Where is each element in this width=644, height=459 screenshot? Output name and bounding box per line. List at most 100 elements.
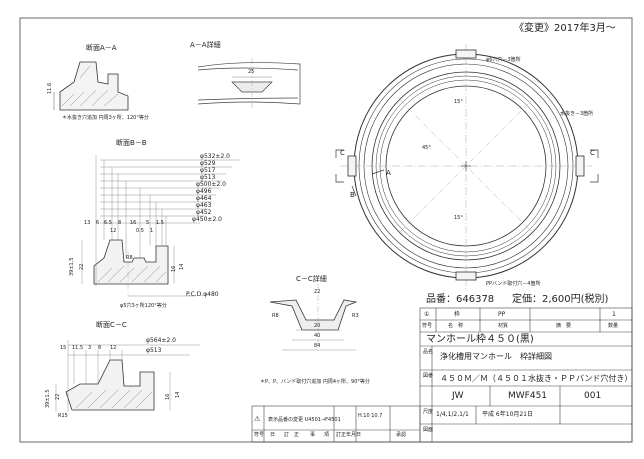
section-bb-profile	[93, 239, 169, 296]
aa-height-dim: 11.6	[47, 82, 53, 94]
cc-detail-title: C－C詳細	[296, 275, 327, 283]
bb-row-0: 13	[84, 220, 91, 226]
ccd-a: R8	[272, 313, 279, 319]
aa-width-dim: 25	[248, 69, 255, 75]
bb-row-1: 6	[96, 220, 100, 226]
bb-height-4: 14	[179, 263, 185, 270]
section-bb-title: 断面B－B	[116, 139, 147, 147]
row1-material: PP	[498, 311, 506, 318]
revision-symbol: ⚠	[254, 415, 261, 423]
bb-row-5: 5	[146, 220, 150, 226]
plan-angle-top: 15°	[454, 99, 463, 105]
bb-dim-2: φ529	[200, 160, 216, 167]
plan-view-center	[461, 161, 471, 171]
cc-radius: R15	[58, 413, 68, 419]
cc-row-1: 11.5	[72, 345, 84, 351]
rev-footer-1: 日	[270, 432, 276, 438]
section-cc-profile	[65, 359, 155, 411]
bb-dim-10: φ450±2.0	[192, 216, 222, 223]
row1-name: 枠	[454, 311, 461, 318]
part-no: 646378	[456, 294, 495, 305]
plan-hole-note: φ6穴穴－3箇所	[486, 57, 521, 63]
aa-detail-title: A－A詳細	[190, 41, 221, 49]
section-cc-dimension-lines	[55, 340, 200, 412]
plan-label-b: B	[350, 191, 355, 199]
cc-dim-2: φ513	[146, 347, 162, 354]
cc-row-4: 12	[110, 345, 117, 351]
section-cc-title: 断面C－C	[96, 321, 127, 329]
plan-angle-bottom: 15°	[454, 215, 463, 221]
section-bb-dimension-lines	[81, 155, 240, 297]
scale: 1/4,1/2,1/1	[436, 411, 469, 418]
aa-detail-view	[197, 58, 301, 110]
bb-dim-9: φ452	[196, 209, 212, 216]
side-label-4: 図面	[423, 427, 434, 433]
sheet-no: 001	[584, 391, 602, 401]
row1-qty: 1	[612, 311, 616, 318]
bb-dim-3: φ517	[200, 167, 216, 174]
col-symbol: 符号	[422, 323, 433, 329]
title-block-grid	[419, 307, 633, 443]
ccd-c: 20	[314, 323, 321, 329]
cc-height-1: 39±1.5	[45, 389, 51, 408]
bb-dim-4: φ513	[200, 174, 216, 181]
bb-row-2: 6.5	[104, 220, 112, 226]
rev-footer-0: 符号	[254, 432, 265, 438]
bb-row-6: 1.5	[156, 220, 164, 226]
revision-entry: 表示品番の変更 U4501→F4501	[268, 417, 341, 423]
plan-angle-45: 45°	[422, 145, 431, 151]
part-no-label: 品番：	[426, 294, 456, 305]
revision-block-grid	[251, 405, 421, 443]
bb-height-3: 16	[171, 265, 177, 272]
bb-row2-2: 1	[150, 228, 154, 234]
side-label-1: 品名	[423, 349, 434, 355]
ccd-d: 40	[314, 333, 321, 339]
rev-footer-3: 事	[310, 432, 316, 438]
bb-dim-6: φ496	[196, 188, 212, 195]
cc-row-2: 3	[88, 345, 92, 351]
pp-band-note: ＊P、P、バンド取付穴追加 円周4ヶ所、90°等分	[260, 379, 370, 385]
drawing-date: 平成 6年10月21日	[482, 411, 533, 418]
plan-label-c-right: C	[590, 149, 595, 157]
side-label-2: 図番	[423, 373, 434, 379]
ccd-top: 22	[314, 289, 321, 295]
section-aa-title: 断面A－A	[86, 44, 117, 52]
product-name: マンホール枠４５０(黒)	[426, 334, 534, 345]
ccd-b: R3	[352, 313, 359, 319]
maker: JW	[452, 391, 464, 401]
bb-dim-8: φ463	[196, 202, 212, 209]
cc-height-3: 16	[165, 393, 171, 400]
rev-footer-5: 訂正年月日	[336, 432, 362, 438]
bb-row2-0: 12	[110, 228, 117, 234]
bb-dim-7: φ464	[196, 195, 212, 202]
drawing-no: MWF451	[508, 391, 548, 401]
cc-row-0: 15	[60, 345, 67, 351]
rev-footer-6: 承認	[396, 432, 407, 438]
plan-view-section-markers	[335, 149, 599, 197]
col-qty: 数量	[608, 323, 619, 329]
plan-view-lugs	[347, 49, 585, 281]
drain-hole-note: ＊水抜き穴追加 円周3ヶ所、120°等分	[62, 115, 149, 121]
cc-row-3: 8	[98, 345, 102, 351]
rev-footer-2: 訂 正	[284, 432, 300, 438]
cc-detail-view	[269, 284, 358, 351]
rev-footer-4: 項	[324, 432, 330, 438]
ccd-e: 84	[314, 343, 321, 349]
col-material: 材質	[498, 323, 509, 329]
plan-label-c-left: C	[340, 149, 345, 157]
price-label: 定価：	[512, 294, 542, 305]
bb-row2-1: 0.5	[136, 228, 144, 234]
side-label-3: 尺度	[423, 409, 434, 415]
pcd-hole-note: φ5穴3ヶ所120°等分	[120, 303, 167, 309]
cc-height-2: 22	[55, 393, 61, 400]
bb-radius: R8	[126, 255, 133, 261]
bb-row-4: 16	[130, 220, 137, 226]
plan-label-a: A	[386, 169, 391, 177]
section-aa-profile	[53, 61, 129, 111]
price: 2,600円(税別)	[542, 294, 609, 305]
drawing-subtitle: 浄化槽用マンホール 枠詳細図	[440, 352, 552, 361]
col-notes: 摘 要	[556, 323, 572, 329]
bb-height-2: 22	[79, 263, 85, 270]
